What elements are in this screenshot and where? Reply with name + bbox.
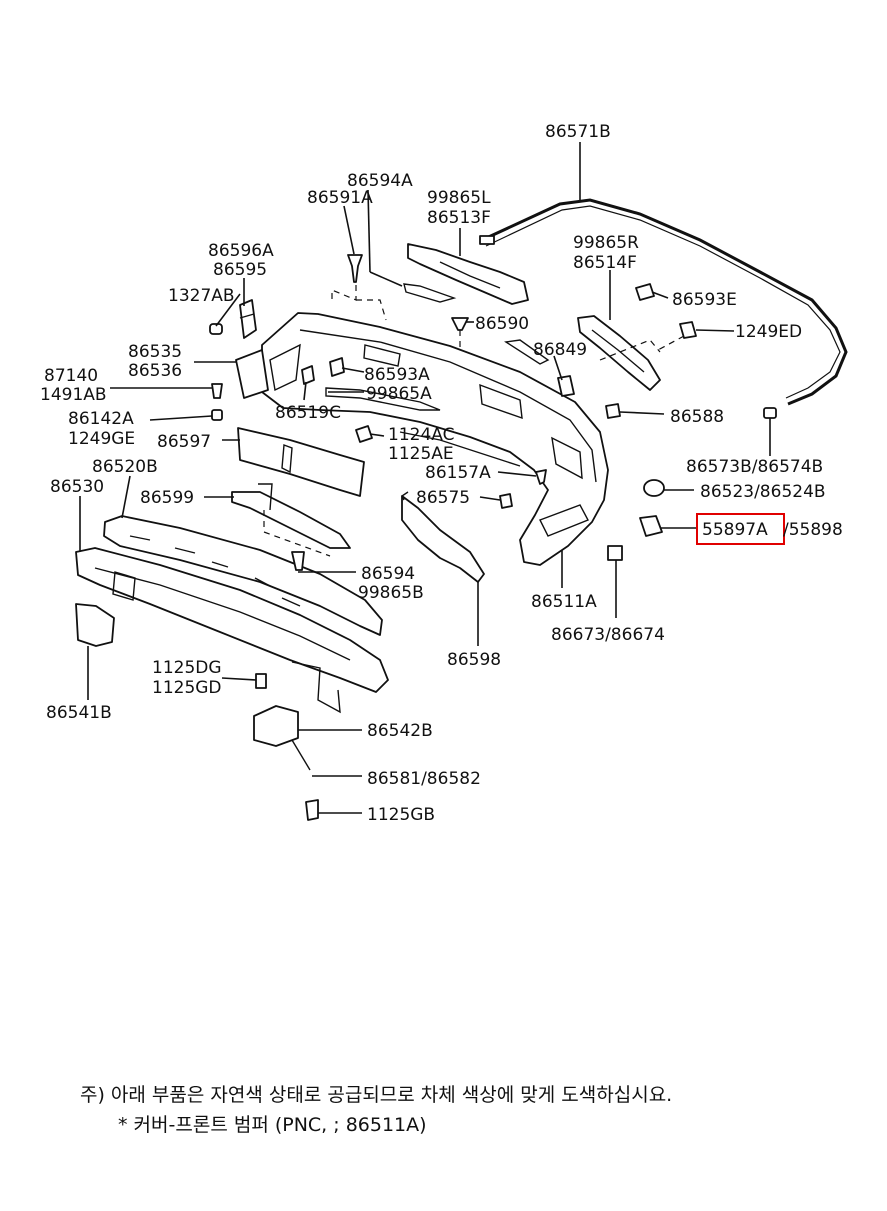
label-86598: 86598 [447, 650, 501, 670]
label-86596A: 86596A [208, 241, 274, 261]
label-1124AC: 1124AC [388, 425, 454, 445]
label-86511A: 86511A [531, 592, 597, 612]
label-86573B-86574B: 86573B/86574B [686, 457, 823, 477]
label-86593E: 86593E [672, 290, 737, 310]
label-86597: 86597 [157, 432, 211, 452]
label-86591A: 86591A [307, 188, 373, 208]
label-86542B: 86542B [367, 721, 433, 741]
label-86595: 86595 [213, 260, 267, 280]
molding-strip [479, 198, 848, 406]
trim-strip [403, 283, 457, 303]
bumper-stay-panel [237, 427, 365, 497]
label-86535: 86535 [128, 342, 182, 362]
label-86581-86582: 86581/86582 [367, 769, 481, 789]
label-55898: /55898 [783, 520, 843, 540]
bumper-beam [75, 547, 389, 714]
label-86575: 86575 [416, 488, 470, 508]
label-99865B: 99865B [358, 583, 424, 603]
label-86571B: 86571B [545, 122, 611, 142]
label-86536: 86536 [128, 361, 182, 381]
label-1125AE: 1125AE [388, 444, 454, 464]
label-86541B: 86541B [46, 703, 112, 723]
label-1491AB: 1491AB [40, 385, 107, 405]
label-99865A: 99865A [366, 384, 432, 404]
label-1249GE: 1249GE [68, 429, 135, 449]
lower-trim-strip [325, 387, 441, 411]
upper-center-panel [407, 243, 529, 305]
label-99865R: 99865R [573, 233, 639, 253]
label-1327AB: 1327AB [168, 286, 235, 306]
upper-left-bracket [239, 299, 257, 339]
label-86588: 86588 [670, 407, 724, 427]
label-86157A: 86157A [425, 463, 491, 483]
label-55897A: 55897A [702, 520, 768, 540]
label-86530: 86530 [50, 477, 104, 497]
label-86594A: 86594A [347, 171, 413, 191]
label-86593A: 86593A [364, 365, 430, 385]
label-99865L: 99865L [427, 188, 491, 208]
part-labels: 86571B 86594A 86591A 99865L 86513F 99865… [40, 122, 843, 825]
bracket-strip [231, 483, 351, 557]
molding-end-cap [763, 407, 777, 419]
label-86594: 86594 [361, 564, 415, 584]
label-86849: 86849 [533, 340, 587, 360]
label-87140: 87140 [44, 366, 98, 386]
label-86590: 86590 [475, 314, 529, 334]
fasteners [75, 254, 697, 821]
front-bumper-cover [261, 312, 609, 566]
label-86513F: 86513F [427, 208, 491, 228]
label-86523-86524B: 86523/86524B [700, 482, 826, 502]
label-86520B: 86520B [92, 457, 158, 477]
corner-trim-strip [504, 339, 550, 365]
label-1125GB: 1125GB [367, 805, 435, 825]
highlight-box-55897A [696, 513, 785, 545]
label-1125DG: 1125DG [152, 658, 222, 678]
label-86599: 86599 [140, 488, 194, 508]
side-bracket [235, 349, 269, 399]
leader-lines [79, 142, 771, 814]
paint-note: 주) 아래 부품은 자연색 상태로 공급되므로 차체 색상에 맞게 도색하십시요… [80, 1084, 673, 1106]
label-1125GD: 1125GD [152, 678, 222, 698]
label-86142A: 86142A [68, 409, 134, 429]
energy-absorber [103, 515, 383, 636]
label-1249ED: 1249ED [735, 322, 802, 342]
pnc-note: * 커버-프론트 범퍼 (PNC, ; 86511A) [118, 1114, 427, 1136]
label-86514F: 86514F [573, 253, 637, 273]
upper-right-bracket [577, 315, 661, 391]
label-86673-86674: 86673/86674 [551, 625, 665, 645]
label-86519C: 86519C [275, 403, 341, 423]
